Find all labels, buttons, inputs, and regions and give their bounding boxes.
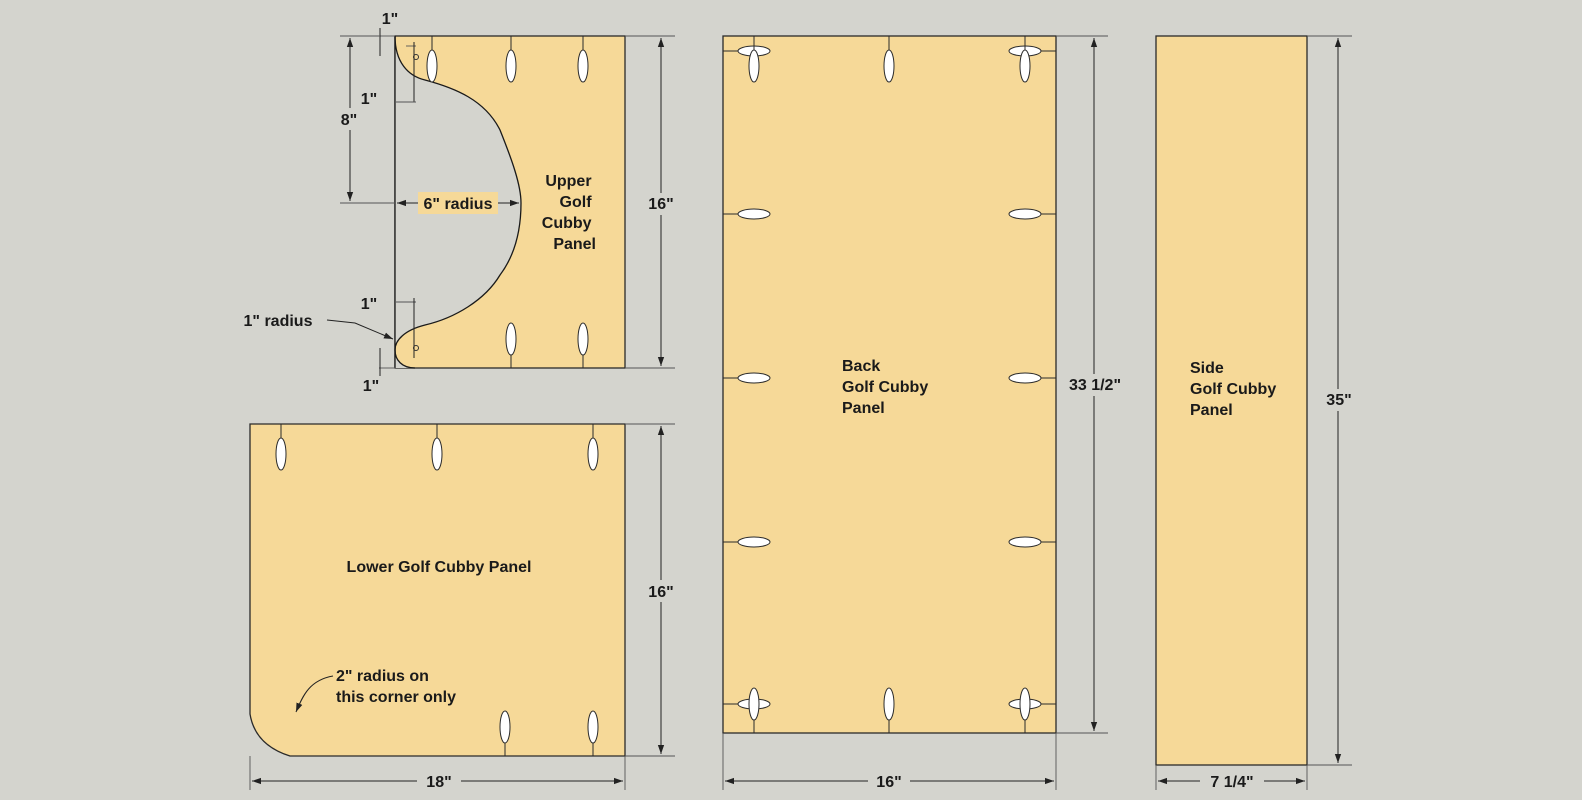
lower-panel: Lower Golf Cubby Panel 2" radius on this… [249, 423, 682, 793]
side-panel-label: Side Golf Cubby Panel [1190, 360, 1281, 419]
upper-bottom-offset-label: 1" [363, 378, 379, 395]
back-width-label: 16" [876, 774, 901, 791]
back-panel-slots [723, 36, 1056, 733]
side-panel: Side Golf Cubby Panel 35" 7 1/4" [1155, 35, 1360, 793]
upper-small-radius-label: 1" radius [244, 313, 313, 330]
upper-top-offset-label: 1" [382, 11, 398, 28]
back-panel: Back Golf Cubby Panel 33 1/2" 16" [722, 35, 1128, 793]
upper-panel-label: Upper Golf Cubby Panel [542, 173, 596, 253]
upper-curve-drop-label: 8" [341, 112, 357, 129]
lower-panel-board [249, 423, 626, 757]
side-width-label: 7 1/4" [1210, 774, 1253, 791]
upper-lower-offset-label: 1" [361, 296, 377, 313]
upper-second-offset-label: 1" [361, 91, 377, 108]
lower-panel-slots [275, 424, 599, 756]
side-height-label: 35" [1326, 392, 1351, 409]
lower-panel-label: Lower Golf Cubby Panel [347, 559, 532, 576]
lower-width-label: 18" [426, 774, 451, 791]
upper-panel-cutout-edge [394, 35, 522, 369]
lower-corner-note: 2" radius on this corner only [336, 668, 456, 706]
side-panel-board [1155, 35, 1308, 766]
upper-radius-label: 6" radius [424, 196, 493, 213]
lower-height-label: 16" [648, 584, 673, 601]
upper-height-label: 16" [648, 196, 673, 213]
back-height-label: 33 1/2" [1069, 377, 1121, 394]
back-panel-label: Back Golf Cubby Panel [842, 358, 933, 417]
upper-panel: Upper Golf Cubby Panel 16" 1" 1" 8" 6" r… [244, 11, 682, 395]
upper-panel-slots [426, 36, 589, 368]
